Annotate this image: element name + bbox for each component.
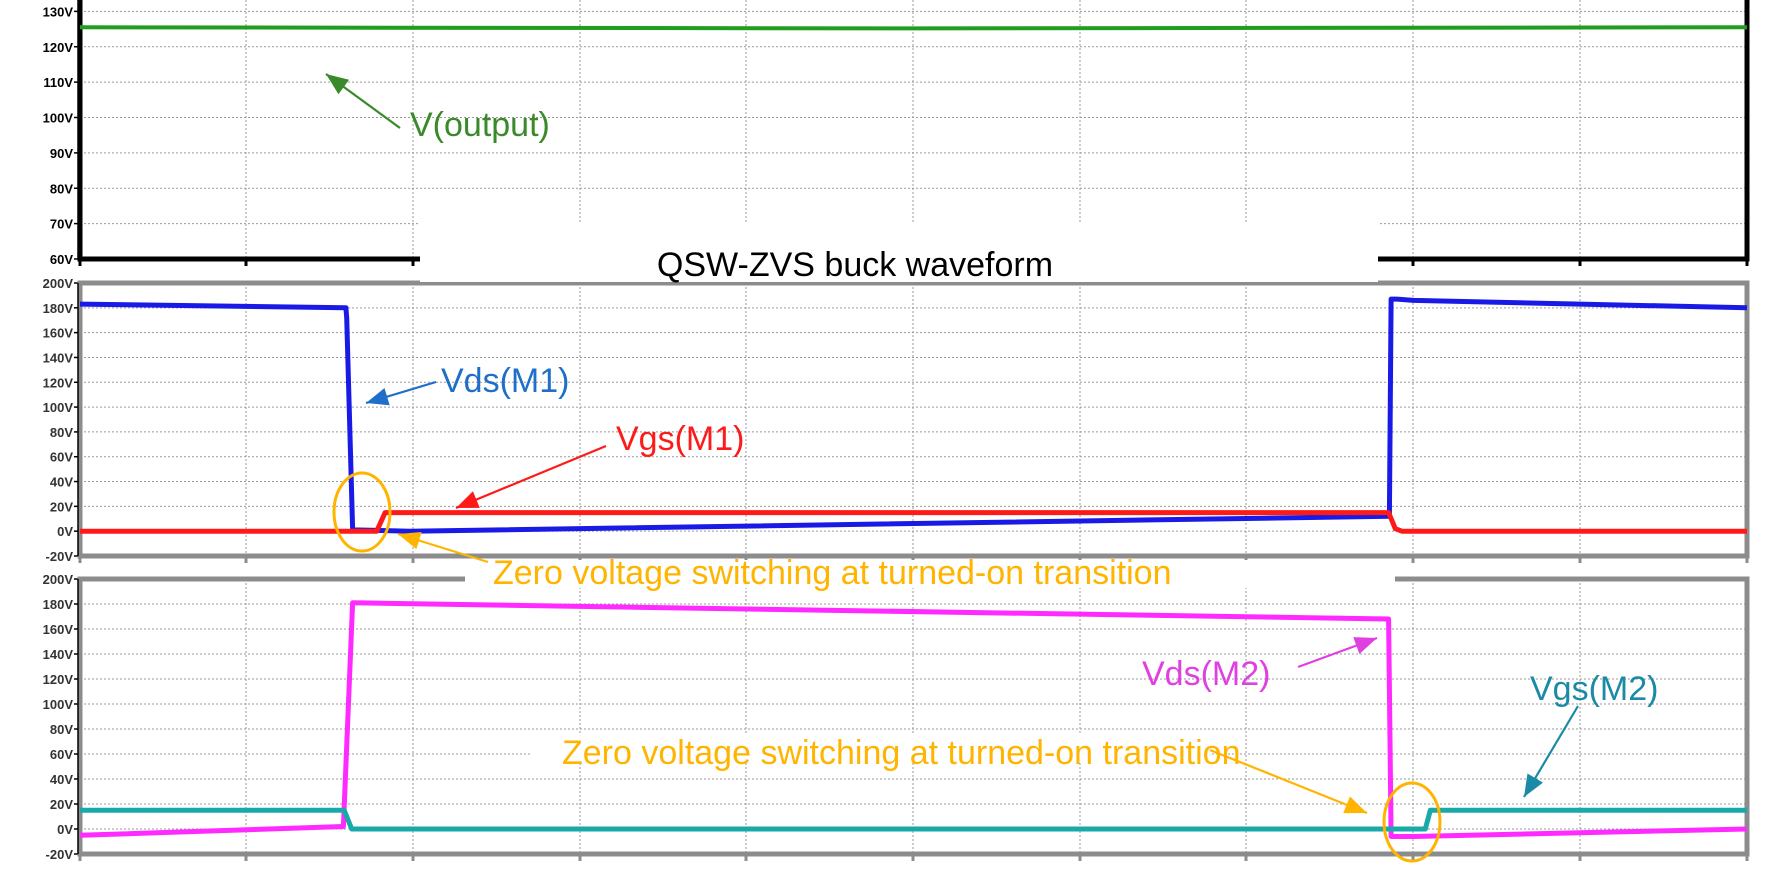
series-line-vds-m2 (79, 600, 1748, 839)
y-tick-label: 20V (50, 499, 73, 514)
y-tick-label: 120V (43, 375, 74, 390)
y-tick-label: 140V (43, 647, 74, 662)
y-tick-label: 0V (57, 524, 73, 539)
bottom-pane: -20V 0V 20V 40V 60V 80V 100V 120V 140V 160V 180V 20… (43, 572, 1750, 862)
y-tick-label: 120V (43, 672, 74, 687)
y-tick-label: 60V (50, 252, 73, 267)
y-tick-label: 80V (50, 722, 73, 737)
zvs-2-arrow-line (1209, 748, 1368, 815)
top-pane: 60V 70V 80V 90V 100V 110V 120V 130V (43, 0, 1750, 267)
vout-arrow-head (326, 74, 350, 95)
y-tick-label: 120V (43, 40, 74, 55)
annotation-zvs-1: Zero voltage switching at turned-on tran… (493, 554, 1171, 592)
y-tick-label: 160V (43, 326, 74, 341)
y-tick-label: 200V (43, 276, 74, 291)
annotation-vgs-m2: Vgs(M2) (1530, 670, 1658, 708)
annotation-backdrop (465, 560, 1395, 588)
y-tick-label: 70V (50, 217, 73, 232)
y-tick-label: 60V (50, 747, 73, 762)
y-tick-label: 40V (50, 772, 73, 787)
zvs-highlight-1 (332, 471, 392, 553)
annotation-backdrop (530, 733, 1210, 761)
vgs-m2-arrow-head (1524, 773, 1543, 797)
y-tick-label: 0V (57, 822, 73, 837)
vgs-m1-arrow-line (455, 444, 607, 510)
annotation-vds-m1: Vds(M1) (441, 362, 569, 400)
y-tick-label: 40V (50, 475, 73, 490)
y-tick-label: 100V (43, 697, 74, 712)
y-tick-label: 110V (43, 75, 73, 90)
pane-frame (77, 280, 1750, 559)
series-line-vgs-m1 (80, 510, 1747, 534)
annotation-zvs-2: Zero voltage switching at turned-on tran… (562, 734, 1240, 772)
annotation-vds-m2: Vds(M2) (1142, 655, 1270, 693)
vds-m1-arrow-head (366, 388, 390, 406)
y-tick-label: 80V (50, 181, 73, 196)
y-tick-label: 90V (50, 146, 73, 161)
annotation-vout: V(output) (410, 106, 550, 144)
y-tick-label: 20V (50, 797, 73, 812)
y-tick-label: 130V (43, 4, 74, 19)
y-tick-label: 160V (43, 622, 74, 637)
series-line-vgs-m2 (80, 807, 1747, 832)
y-tick-label: 60V (50, 450, 73, 465)
zvs-2-arrow-head (1343, 796, 1367, 814)
middle-pane: -20V 0V 20V 40V 60V 80V 100V 120V 140V 160V 180V 20… (43, 276, 1750, 564)
chart-title: QSW-ZVS buck waveform (657, 246, 1053, 284)
series-line-vds-m1 (79, 296, 1748, 534)
y-tick-label: -20V (46, 549, 74, 564)
y-tick-label: 140V (43, 350, 74, 365)
y-tick-label: -20V (46, 847, 74, 862)
y-tick-label: 180V (43, 597, 74, 612)
y-tick-label: 100V (43, 111, 74, 126)
vds-m2-arrow-head (1353, 637, 1377, 655)
y-tick-label: 80V (50, 425, 73, 440)
vgs-m1-arrow-head (456, 491, 480, 508)
series-line-v-output (79, 25, 1748, 31)
y-tick-label: 200V (43, 572, 74, 587)
y-tick-label: 100V (43, 400, 74, 415)
annotation-vgs-m1: Vgs(M1) (616, 420, 744, 458)
zvs-highlight-2 (1382, 781, 1442, 863)
zvs-1-arrow-head (398, 531, 422, 550)
y-tick-label: 180V (43, 301, 74, 316)
title-backdrop (420, 222, 1378, 282)
